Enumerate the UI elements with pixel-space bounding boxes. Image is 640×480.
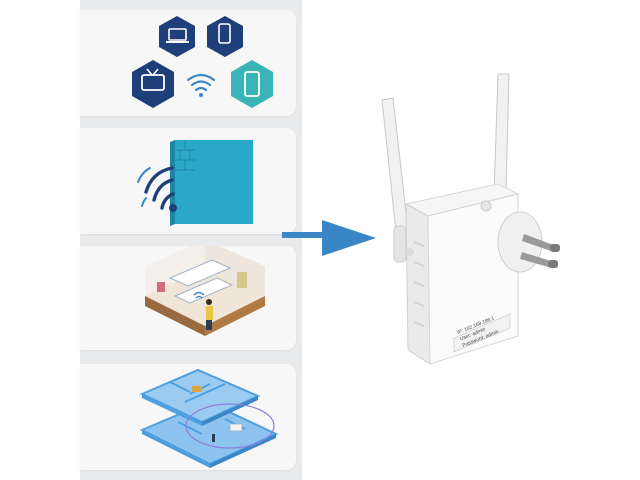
phone-hexagon <box>207 16 243 57</box>
signal-ring <box>185 403 275 449</box>
painting <box>157 282 165 292</box>
devices-illustration <box>132 16 273 108</box>
wps-button <box>406 248 414 256</box>
vent-slots <box>413 241 425 327</box>
window <box>237 272 247 288</box>
room-right-wall <box>205 246 265 296</box>
tablet-icon <box>244 71 260 97</box>
wifi-icon <box>186 73 216 92</box>
devices-panel <box>80 10 296 116</box>
left-margin <box>0 0 80 480</box>
blocked-wifi-icon <box>144 166 175 210</box>
floors-panel <box>80 364 296 470</box>
tablet-hexagon <box>231 60 273 108</box>
reset-button <box>480 200 492 212</box>
room-panel <box>80 246 296 350</box>
phone-icon <box>218 23 231 44</box>
room-illustration <box>145 246 265 336</box>
brick-wall <box>175 140 253 224</box>
left-antenna <box>381 97 409 263</box>
wifi-signal-icon <box>193 291 205 299</box>
power-plug <box>497 211 560 273</box>
wall-panel <box>80 128 296 234</box>
laptop-icon <box>168 28 187 41</box>
bed <box>229 423 243 432</box>
bunk-bed <box>168 259 232 287</box>
right-arrow-icon <box>282 220 376 256</box>
person-figure <box>212 434 215 442</box>
floors-illustration <box>139 368 279 468</box>
wifi-extender-device: IP: 192.168.188.1 User: admin Password: … <box>381 73 560 365</box>
furniture-couch <box>192 386 202 392</box>
person <box>206 306 213 320</box>
device-sticker <box>453 313 511 353</box>
wall-illustration <box>137 140 253 226</box>
tv-hexagon <box>132 60 174 108</box>
laptop-hexagon <box>159 16 195 57</box>
